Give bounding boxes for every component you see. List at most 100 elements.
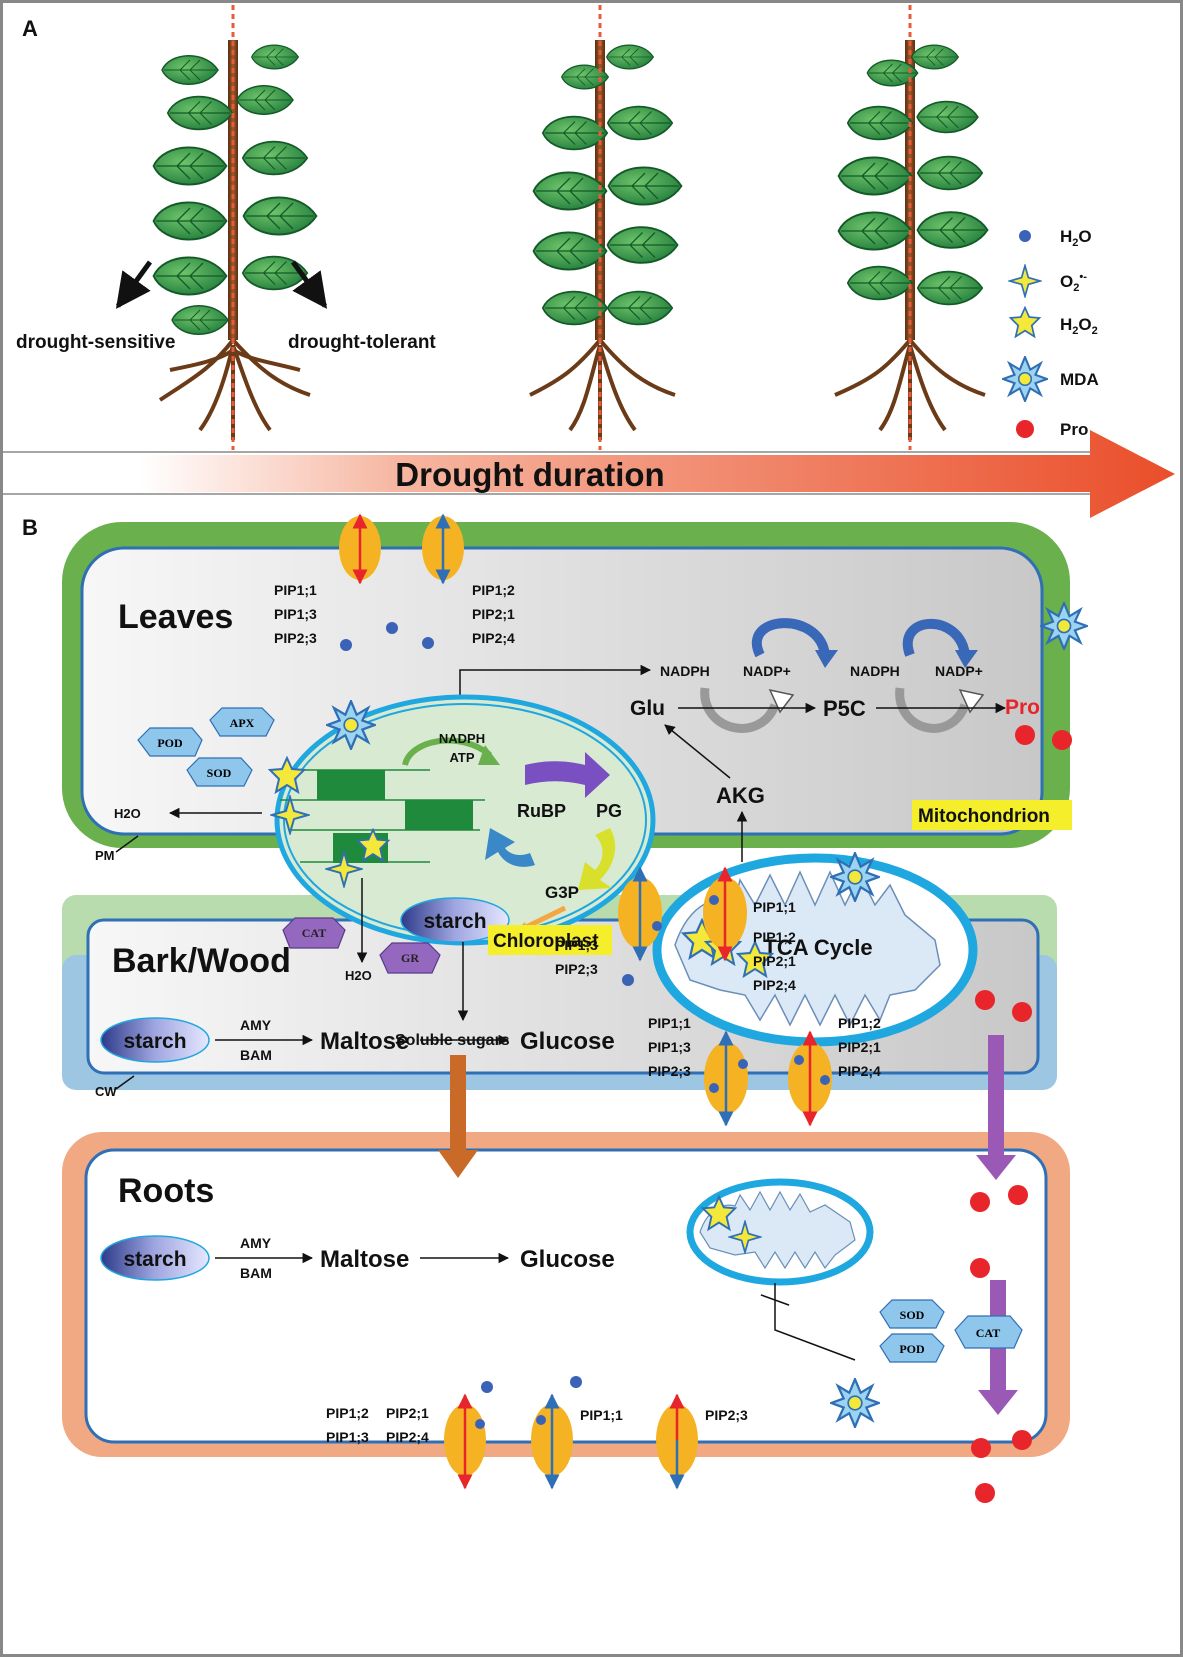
arrow-sensitive [115,260,153,309]
legend-h2o: H2O [1060,227,1092,249]
pm-label: PM [95,848,115,863]
roots-enzymes: SOD POD CAT [879,1299,1023,1363]
nadp-cycle-2-arrow [902,618,970,657]
mitochondrion-label: Mitochondrion [918,806,1050,827]
roots-amy: AMY [240,1235,272,1251]
bark-pip-bottom-left: PIP1;1 PIP1;3 PIP2;3 [648,1015,695,1079]
chl-nadph: NADPH [439,731,485,746]
mitochondrion-label-box [912,800,1072,830]
calvin-arrow-1 [525,752,610,798]
leaves-title: Leaves [118,598,233,636]
drought-sensitive-label: drought-sensitive [16,332,175,353]
nadph-2: NADPH [850,663,900,679]
legend-proline-icon [1016,420,1034,438]
legend: H2O O2•- H2O2 MDA Pro [1002,227,1099,439]
mito-mda-icon [830,852,880,902]
roots-cell [84,1148,1048,1444]
chl-atp: ATP [449,750,474,765]
leaves-starch: starch [423,910,486,933]
legend-peroxide-icon [1009,306,1041,338]
h2o-left: H2O [114,806,141,821]
legend-superoxide-icon [1008,264,1042,298]
leaves-mda-icon [1040,602,1088,650]
leaves-enzymes: POD APX SOD CAT GR [137,707,441,974]
plant-1 [152,5,318,450]
bark-pip-top-left: PIP1;3 PIP2;3 [555,937,602,977]
drought-duration-label: Drought duration [395,456,664,493]
plant-3 [834,5,989,450]
roots-bam: BAM [240,1265,272,1281]
bark-aquaporins-top [618,866,747,986]
roots-mitochondrion [686,1178,874,1286]
panel-b-label: B [22,515,38,540]
legend-pro: Pro [1060,420,1088,439]
panel-a-label: A [22,16,38,41]
pro-label: Pro [1005,696,1040,719]
roots-pip-b: PIP2;1 PIP2;4 [386,1405,433,1445]
sugar-transport-arrow [438,1055,478,1178]
bark-pip-bottom-right: PIP1;2 PIP2;1 PIP2;4 [838,1015,885,1079]
chl-mda-icon [326,700,376,750]
leaves-pod: POD [157,736,183,750]
roots-starch-granule [100,1235,210,1281]
leaves-pip-left: PIP1;1 PIP1;3 PIP2;3 [274,582,321,646]
legend-o2: O2•- [1060,271,1087,294]
plant-2 [529,5,683,450]
legend-mda-icon [1002,356,1048,402]
leaves-sod: SOD [207,766,232,780]
legend-water-icon [1019,230,1031,242]
roots-aquaporins [444,1376,698,1490]
tca-cycle: TCA Cycle [763,935,872,960]
bark-aquaporins-bottom [704,1030,832,1127]
bark-pip-top-right: PIP1;1 PIP1;2 PIP2;1 PIP2;4 [753,899,800,993]
akg: AKG [716,783,765,808]
legend-mda: MDA [1060,370,1099,389]
bark-maltose: Maltose [320,1028,409,1055]
leaves-starch-granule [400,897,510,943]
g3p: G3P [545,883,579,902]
leaves-cat: CAT [302,926,326,940]
roots-cat: CAT [976,1326,1000,1340]
bark-glucose: Glucose [520,1028,615,1055]
bark-title: Bark/Wood [112,942,291,980]
arrow-tolerant [290,260,328,309]
roots-pip-c: PIP1;1 [580,1407,623,1423]
chloroplast: NADPH ATP RuBP PG G3P starch [274,694,656,946]
roots-starch: starch [123,1248,186,1271]
nadph-export-arrow [459,664,652,700]
calvin-arrow-2 [578,828,616,890]
calvin-arrow-3 [485,828,535,867]
bark-starch-granule [100,1017,210,1063]
legend-h2o2: H2O2 [1060,315,1098,337]
bark-bam: BAM [240,1047,272,1063]
p5c: P5C [823,696,866,721]
leaves-aquaporins [339,513,464,651]
roots-title: Roots [118,1172,214,1210]
nadp-1: NADP+ [743,663,791,679]
leaves-pip-right: PIP1;2 PIP2;1 PIP2;4 [472,582,519,646]
roots-maltose: Maltose [320,1246,409,1273]
rubp: RuBP [517,801,566,821]
roots-glucose: Glucose [520,1246,615,1273]
nadp-cycle-1-arrow [752,618,830,658]
h2o-bottom: H2O [345,968,372,983]
drought-tolerant-label: drought-tolerant [288,332,436,353]
nadph-1: NADPH [660,663,710,679]
inhibition-line [774,1283,856,1361]
proline-transport-arrow-1 [976,1035,1016,1180]
roots-mda-icon [830,1378,880,1428]
roots-pip-d: PIP2;3 [705,1407,748,1423]
nadp-2: NADP+ [935,663,983,679]
pg: PG [596,801,622,821]
roots-pip-a: PIP1;2 PIP1;3 [326,1405,373,1445]
chloroplast-label-box [488,925,612,955]
glu: Glu [630,697,665,720]
drought-duration-arrow [140,430,1175,518]
leaves-apx: APX [230,716,255,730]
cw-label: CW [95,1084,117,1099]
bark-amy: AMY [240,1017,272,1033]
leaves-gr: GR [401,951,419,965]
